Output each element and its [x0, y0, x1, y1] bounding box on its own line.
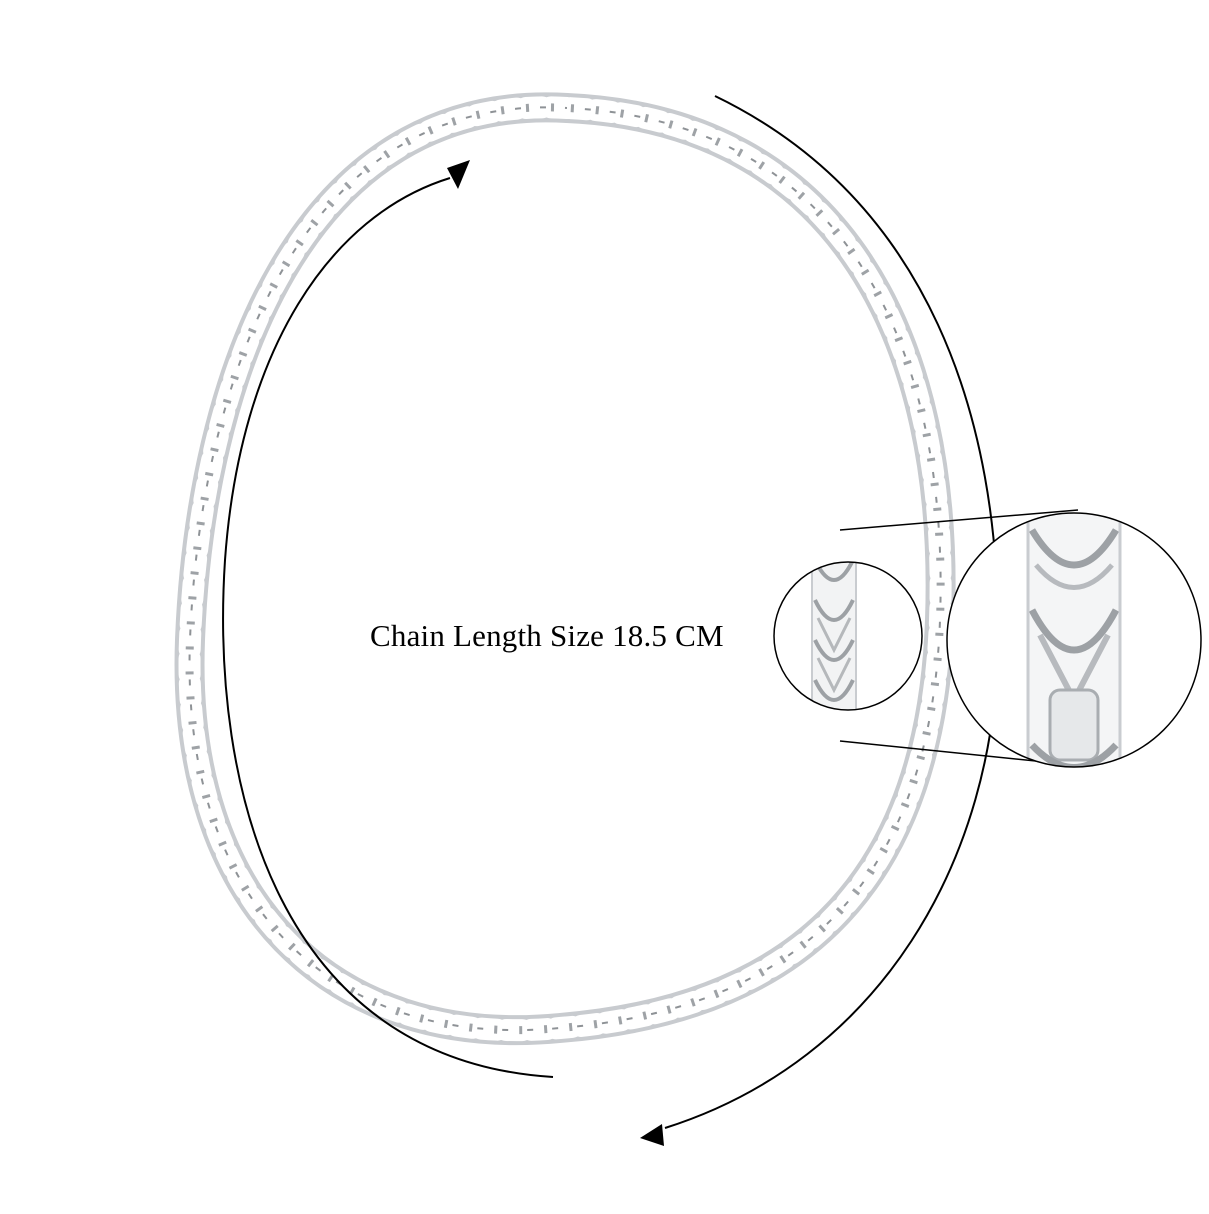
chain-length-caption: Chain Length Size 18.5 CM — [370, 618, 724, 653]
chain-necklace — [174, 92, 956, 1046]
arrowhead-icon — [447, 160, 470, 189]
measure-arc-left — [222, 177, 554, 1078]
chain-links-highlight — [178, 96, 952, 1042]
detail-magnifier-large — [946, 512, 1202, 768]
detail-magnifier-small — [773, 561, 923, 711]
arrowhead-icon — [640, 1124, 664, 1146]
zoom-connector-top — [839, 509, 1079, 531]
